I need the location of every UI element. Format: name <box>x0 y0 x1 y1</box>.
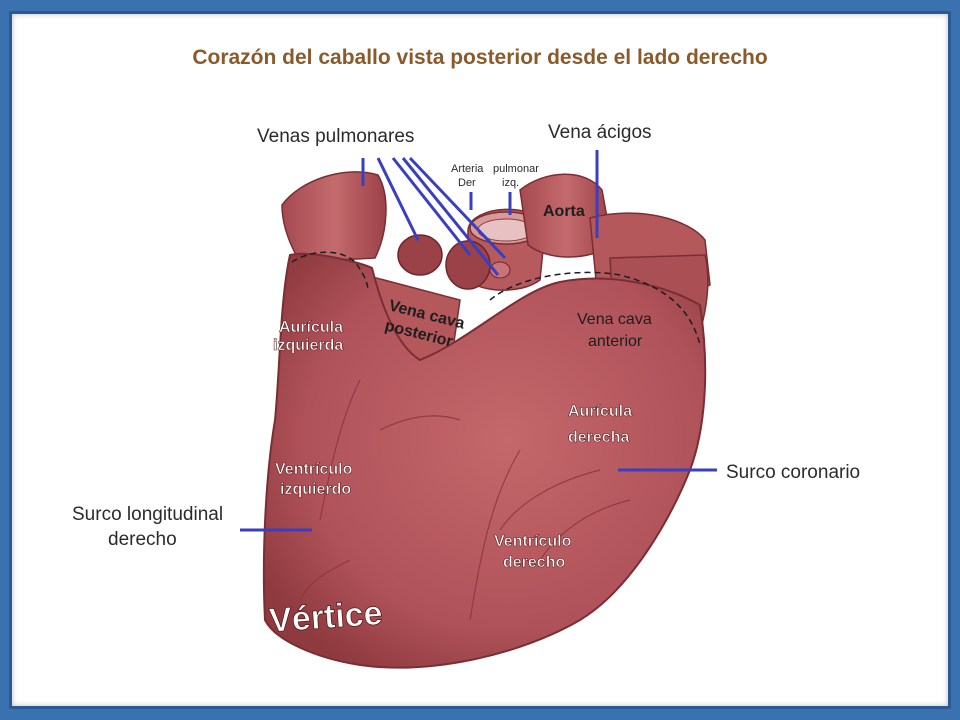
label-arteria: Arteria <box>451 163 484 175</box>
pulmonary-vein-opening-1 <box>397 234 443 276</box>
surface-vessels <box>299 379 631 621</box>
label-auricula-derecha-1: Aurícula <box>568 403 632 420</box>
label-surco-longitudinal-2: derecho <box>108 529 177 550</box>
heart-body <box>262 252 707 669</box>
label-arteria-der: Der <box>458 177 476 189</box>
label-auricula-izquierda-2: izquierda <box>273 337 343 354</box>
pointer-pulmonary-5 <box>408 156 507 260</box>
label-vena-cava-anterior-2: anterior <box>588 333 643 350</box>
page-title: Corazón del caballo vista posterior desd… <box>192 46 768 69</box>
right-atrium-border <box>489 271 701 346</box>
label-pulmonar: pulmonar <box>493 163 539 175</box>
label-vertice: Vértice <box>268 594 384 640</box>
label-ventriculo-izquierdo-1: Ventrículo <box>275 461 353 478</box>
label-pulmonar-izq: izq. <box>502 177 519 189</box>
label-venas-pulmonares: Venas pulmonares <box>257 126 414 147</box>
label-ventriculo-derecho-2: derecho <box>503 554 565 571</box>
label-surco-coronario: Surco coronario <box>726 462 860 483</box>
pointer-pulmonary-4 <box>401 157 500 276</box>
pointer-lines <box>240 150 717 532</box>
label-auricula-derecha-2: derecha <box>568 429 629 446</box>
label-auricula-izquierda-1: Aurícula <box>279 319 343 336</box>
label-aorta: Aorta <box>543 203 585 220</box>
pulmonary-vein-trunk <box>281 171 387 263</box>
left-atrium-border <box>291 251 369 291</box>
pointer-pulmonary-3 <box>391 157 472 256</box>
label-vena-acigos: Vena ácigos <box>548 122 652 143</box>
label-ventriculo-izquierdo-2: izquierdo <box>280 481 351 498</box>
pulmonary-vein-opening-2 <box>445 240 491 290</box>
label-ventriculo-derecho-1: Ventrículo <box>494 533 572 550</box>
pointer-pulmonary-2 <box>376 157 420 241</box>
label-vena-cava-anterior-1: Vena cava <box>577 311 652 328</box>
label-surco-longitudinal-1: Surco longitudinal <box>72 504 223 525</box>
